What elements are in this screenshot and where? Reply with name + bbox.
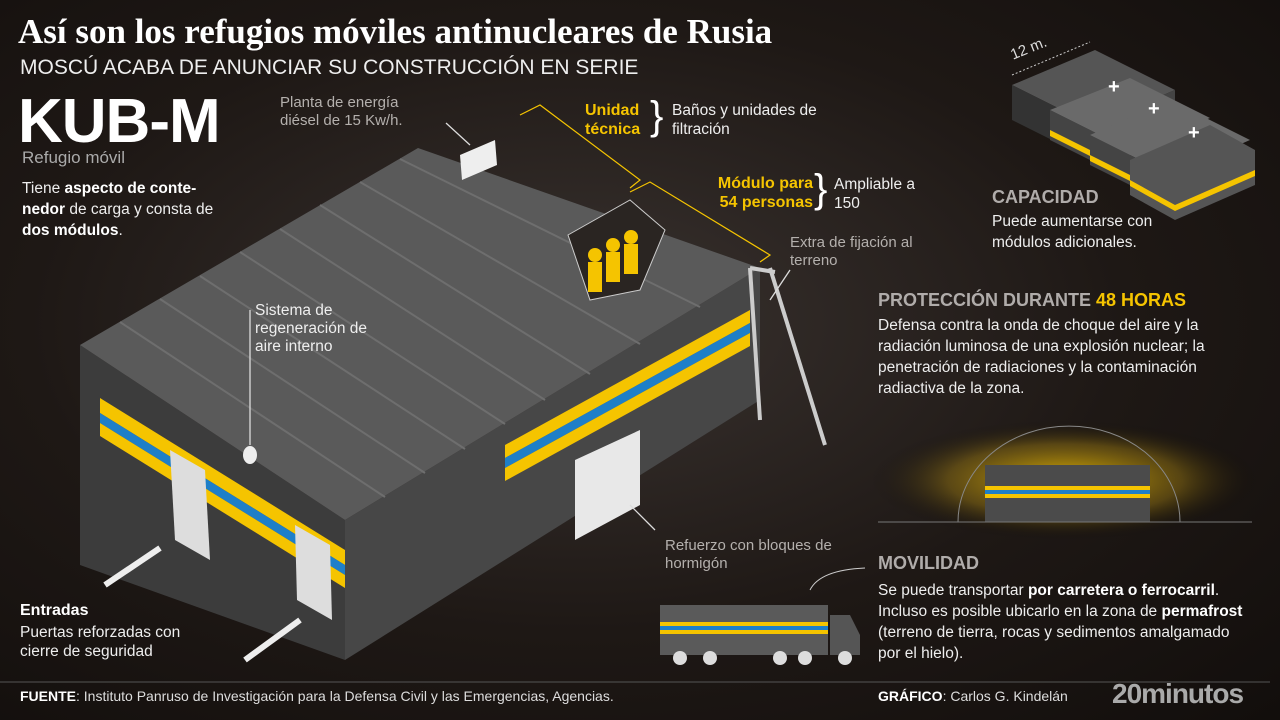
plus-icon: + xyxy=(1108,76,1120,98)
anchor-frame xyxy=(748,266,827,446)
air-system xyxy=(243,446,257,464)
concrete-blocks xyxy=(575,430,640,540)
people-icon xyxy=(588,230,638,292)
capacity-modules xyxy=(1011,41,1255,220)
entrance-arrows xyxy=(103,545,302,663)
door-1 xyxy=(170,450,210,560)
plus-icon: + xyxy=(1148,98,1160,120)
truck-icon xyxy=(660,605,860,665)
brace: } xyxy=(650,94,664,138)
subtitle: MOSCÚ ACABA DE ANUNCIAR SU CONSTRUCCIÓN … xyxy=(20,56,639,79)
plus-icon: + xyxy=(1188,122,1200,144)
protection-title: PROTECCIÓN DURANTE 48 HORAS xyxy=(878,290,1187,310)
label-concrete: Refuerzo con bloques de hormigón xyxy=(665,537,832,572)
brand-logo: 20minutos xyxy=(1112,678,1244,709)
model-name: KUB-M xyxy=(18,87,221,156)
label-air-system: Sistema de regeneración de aire interno xyxy=(255,302,368,355)
protection-desc: Defensa contra la onda de choque del air… xyxy=(878,317,1205,397)
label-module-desc: Ampliable a 150 xyxy=(834,176,915,212)
source: FUENTE: Instituto Panruso de Investigaci… xyxy=(20,688,614,704)
protection-dome xyxy=(957,425,1181,523)
label-technical-unit: Unidad técnica xyxy=(585,102,641,138)
label-module: Módulo para 54 personas xyxy=(717,175,813,211)
page-title: Así son los refugios móviles antinuclear… xyxy=(18,12,773,51)
brace: } xyxy=(814,167,828,211)
credit: GRÁFICO: Carlos G. Kindelán xyxy=(878,688,1068,704)
label-power-plant: Planta de energía diésel de 15 Kw/h. xyxy=(280,94,403,129)
model-type: Refugio móvil xyxy=(22,148,125,167)
mobility-desc: Se puede transportar por carretera o fer… xyxy=(878,582,1243,662)
door-2 xyxy=(295,525,332,620)
mobility-title: MOVILIDAD xyxy=(878,553,979,573)
intro-description: Tiene aspecto de conte-nedor de carga y … xyxy=(22,180,214,239)
label-anchor: Extra de fijación al terreno xyxy=(790,234,913,269)
label-technical-unit-desc: Baños y unidades de filtración xyxy=(672,102,817,138)
capacity-desc: Puede aumentarse con módulos adicionales… xyxy=(992,213,1153,251)
label-entrances-desc: Puertas reforzadas con cierre de segurid… xyxy=(20,624,181,660)
diesel-generator xyxy=(460,140,497,180)
label-entrances: Entradas xyxy=(20,602,89,619)
capacity-title: CAPACIDAD xyxy=(992,187,1099,207)
